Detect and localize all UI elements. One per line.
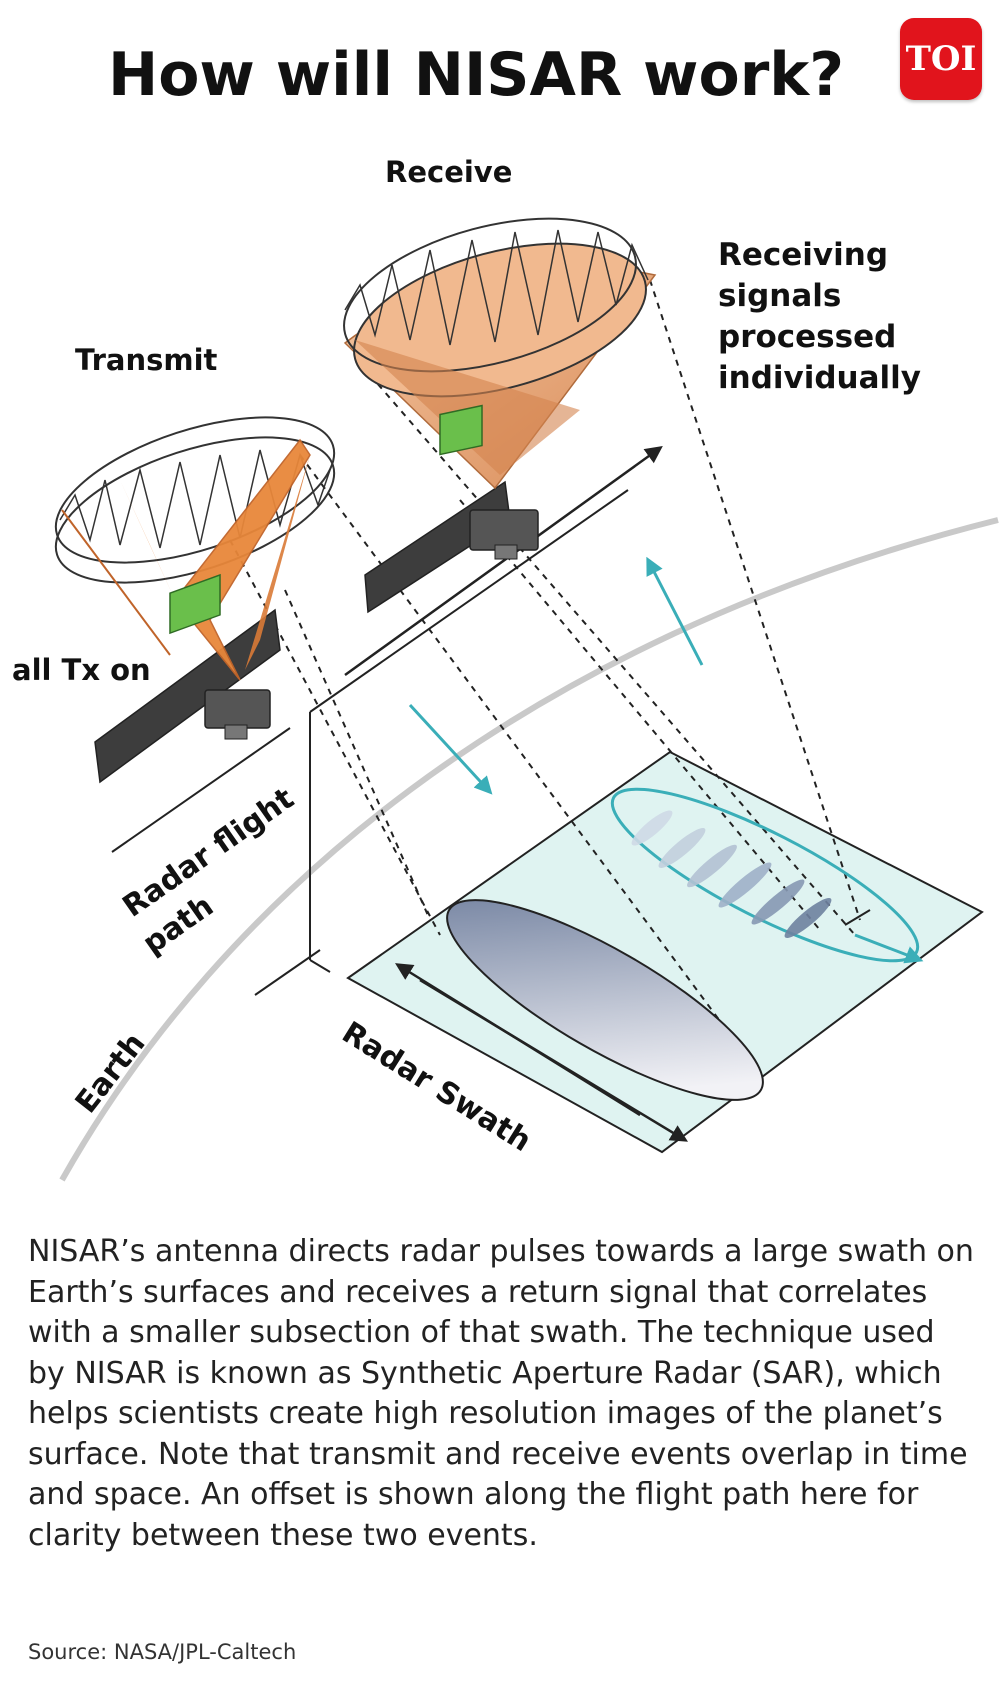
receive-label: Receive bbox=[385, 155, 512, 189]
receiving-label-3: processed bbox=[718, 319, 896, 355]
toi-logo: TOI bbox=[900, 18, 982, 100]
transmit-label: Transmit bbox=[75, 343, 218, 377]
source-credit: Source: NASA/JPL-Caltech bbox=[28, 1640, 297, 1664]
receive-satellite bbox=[343, 217, 657, 614]
transmit-satellite bbox=[54, 416, 336, 784]
receiving-label-4: individually bbox=[718, 360, 921, 396]
nisar-diagram: Receive Transmit Receiving signals proce… bbox=[12, 155, 999, 1182]
description-text: NISAR’s antenna directs radar pulses tow… bbox=[28, 1234, 974, 1553]
page-title: How will NISAR work? bbox=[108, 40, 844, 110]
radar-swath-plane bbox=[346, 750, 984, 1154]
receiving-label-2: signals bbox=[718, 278, 841, 314]
swath-ellipse bbox=[446, 899, 764, 1101]
earth-arc bbox=[59, 517, 999, 1182]
receiving-label-1: Receiving bbox=[718, 237, 888, 273]
all-tx-on-label: all Tx on bbox=[12, 653, 151, 687]
